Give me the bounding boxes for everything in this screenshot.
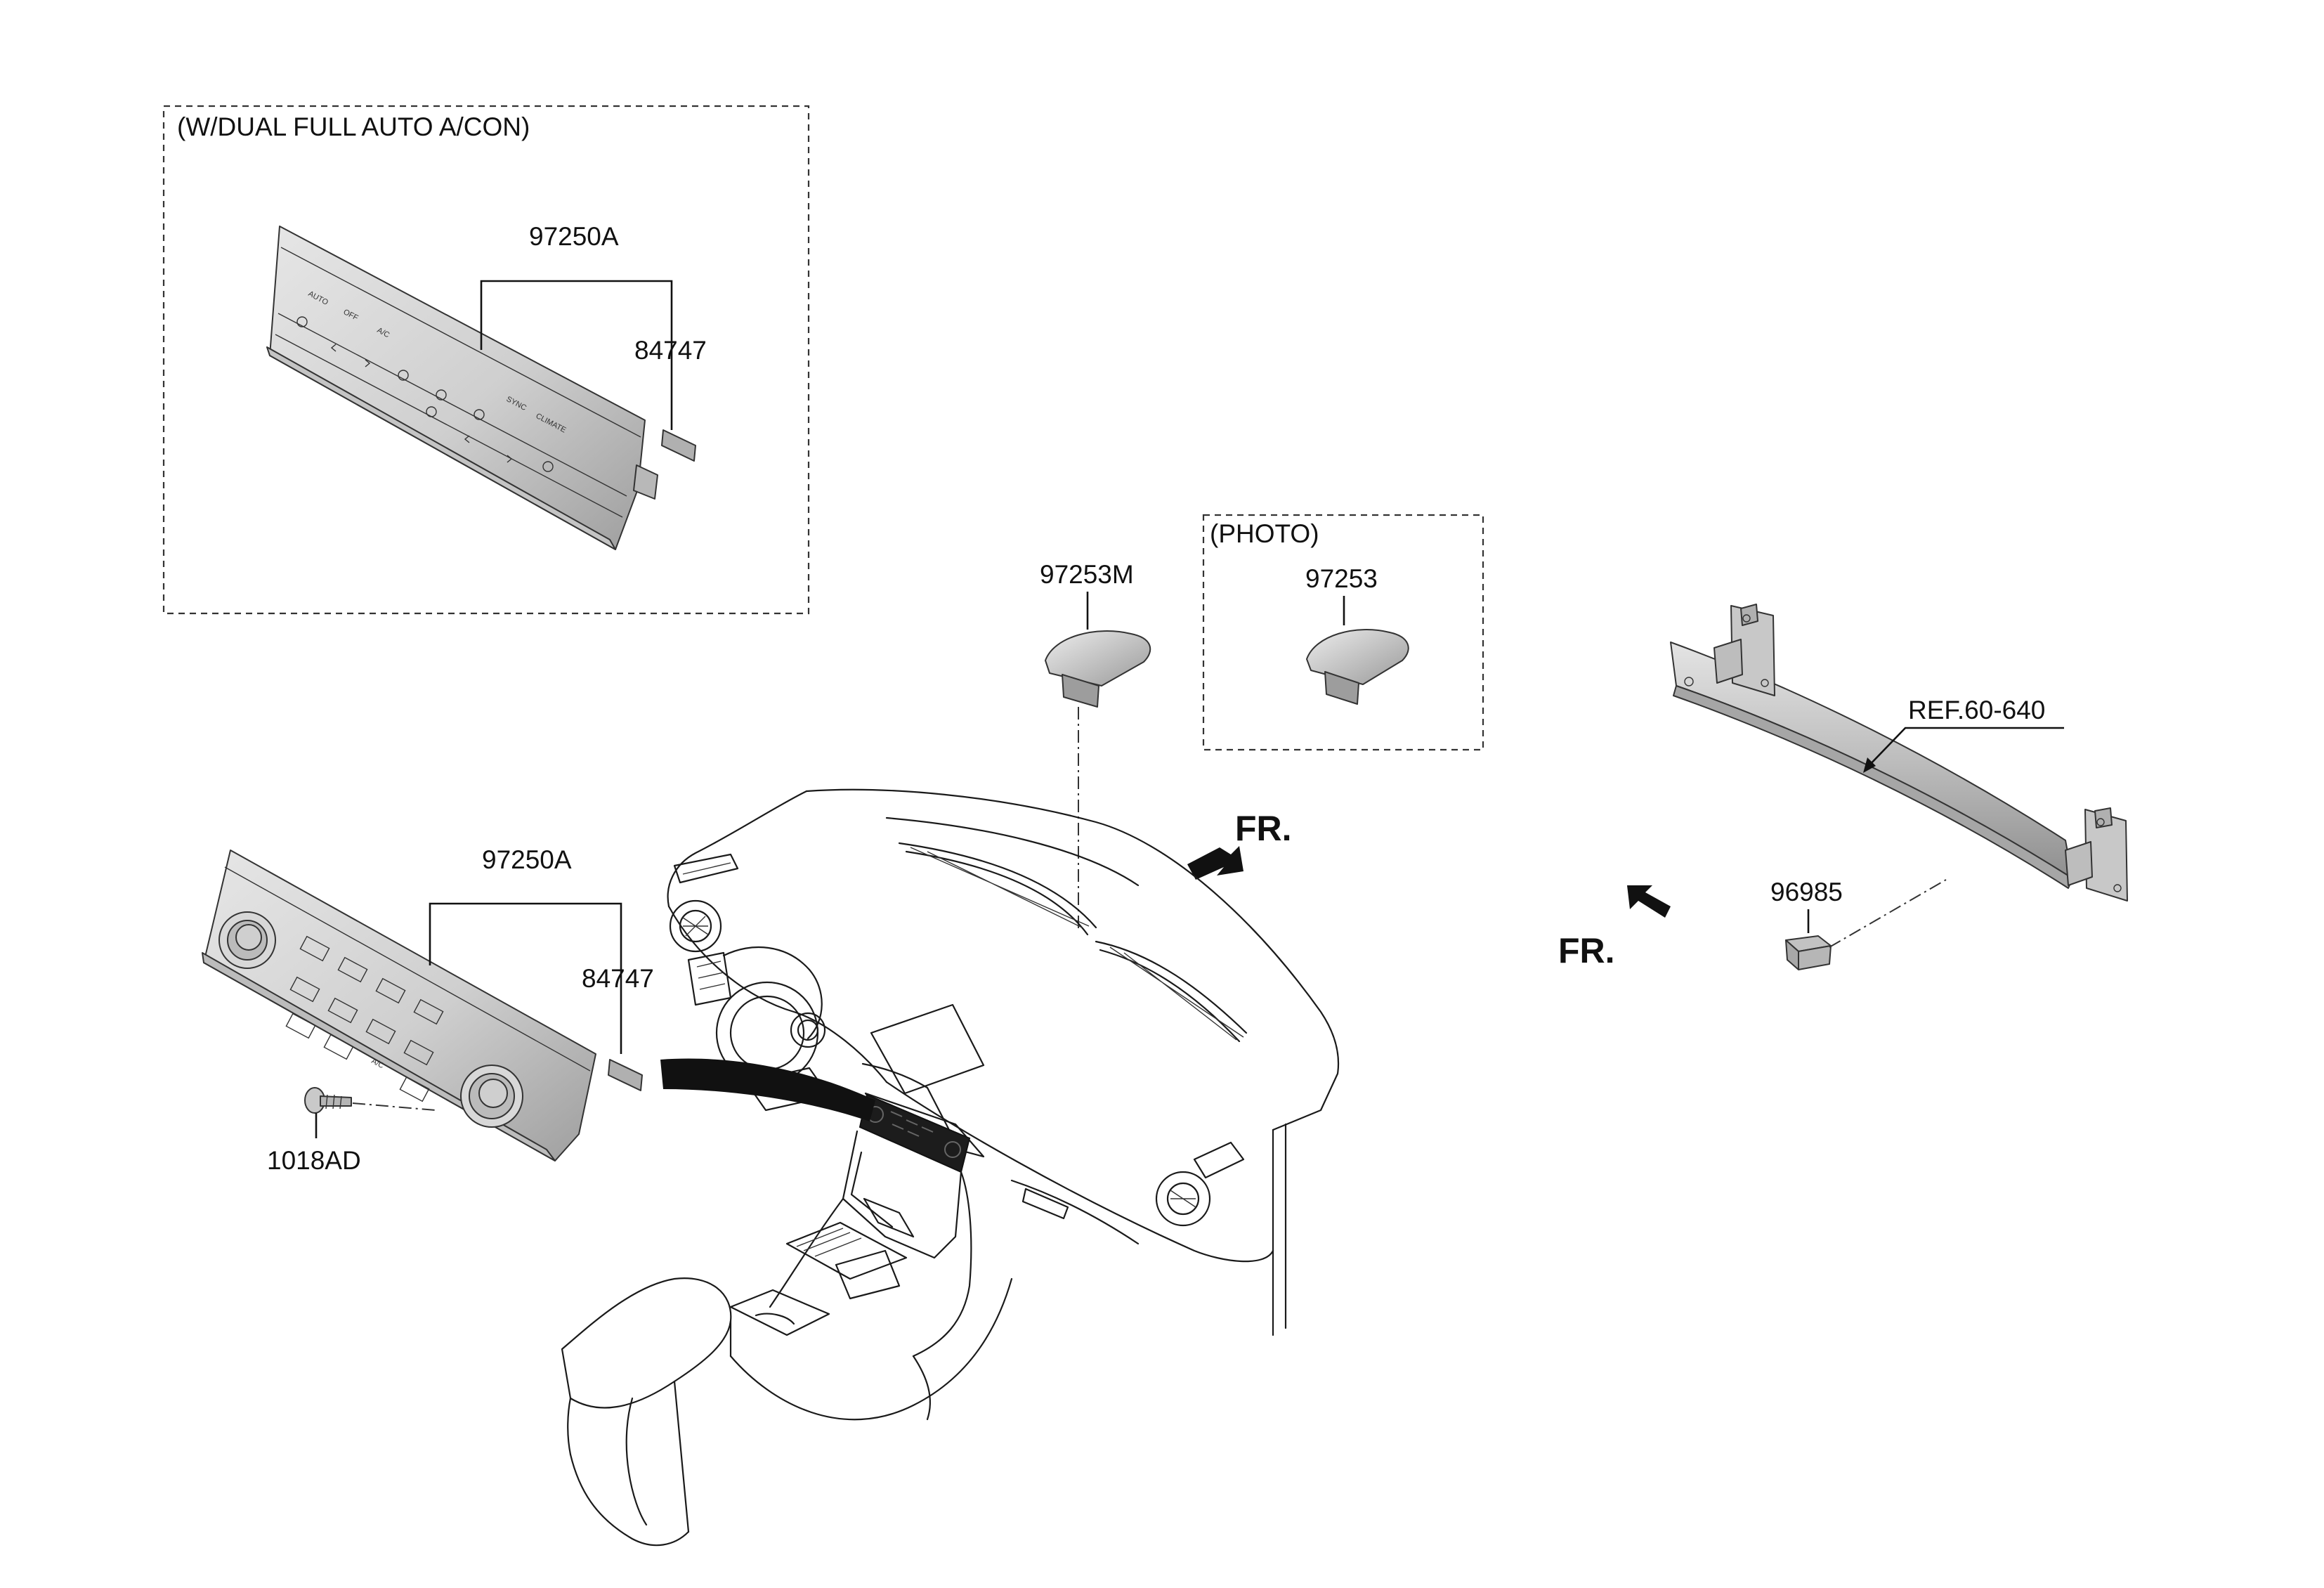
panel-top-button-icons [296,316,554,472]
photo-group: (PHOTO) 97253 [1202,514,1484,751]
part-label-96985: 96985 [1770,878,1843,906]
leader-97250A-top [480,280,673,389]
part-label-84747-bottom: 84747 [582,964,654,993]
screw-1018AD [304,1087,352,1114]
dual-auto-caption: (W/DUAL FULL AUTO A/CON) [177,112,530,141]
ref-leader [1865,727,2064,769]
fr-right-group: FR. [1558,885,1671,970]
dashboard-crash-pad [561,788,1340,1547]
fr-center-text: FR. [1235,809,1292,848]
fr-right-text: FR. [1558,931,1615,970]
panel-bottom-buttons [285,935,444,1102]
part-label-97253M: 97253M [1040,560,1134,589]
photo-caption: (PHOTO) [1210,519,1319,548]
standard-panel-group: A/C 97250A 84747 1018AD [202,845,654,1175]
dashdot-1018AD [352,1102,436,1111]
fr-center-group: FR. [1187,809,1292,880]
sensor-97253M-group: 97253M [1040,560,1151,932]
climate-control-panel-dual-auto: AUTO OFF A/C SYNC CLIMATE [266,226,696,550]
sensor-96985 [1785,935,1832,970]
leader-97250A-bottom [429,902,622,1001]
dual-auto-group: (W/DUAL FULL AUTO A/CON) AUTO OFF A/C SY… [162,105,810,615]
photo-box [1202,514,1484,751]
dashdot-96985 [1829,879,1947,948]
part-label-97253: 97253 [1305,564,1378,593]
ref-arrowhead [1863,757,1876,773]
climate-control-panel-standard: A/C [202,850,643,1161]
part-label-1018AD: 1018AD [267,1146,361,1175]
fr-center-arrow [1187,846,1243,880]
part-label-84747-top: 84747 [634,336,707,365]
part-label-97250A-bottom: 97250A [482,845,572,874]
photo-sensor-97253 [1306,629,1409,705]
part-label-97250A-top: 97250A [529,222,619,251]
location-pointer-wedge [660,1058,875,1121]
dual-auto-box [162,105,810,615]
bumper-beam-group: REF.60-640 96985 [1670,604,2128,970]
fr-right-arrow [1627,885,1671,918]
ref-label: REF.60-640 [1908,696,2045,724]
